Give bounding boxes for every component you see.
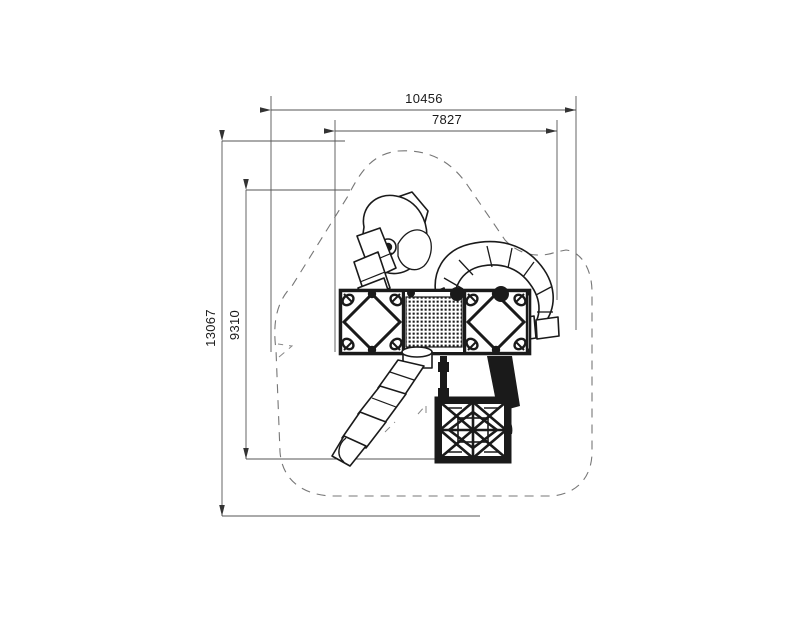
dimension-annotations <box>219 96 577 517</box>
deck-right <box>463 289 529 355</box>
extension-lines <box>222 96 577 517</box>
safety-zone-inner-marker <box>277 343 427 433</box>
deck-left <box>339 289 405 355</box>
straight-tube-slide <box>331 346 433 467</box>
dim-label-overall-width: 10456 <box>405 91 443 106</box>
safety-zone-boundary <box>274 150 593 497</box>
dim-label-inner-height: 9310 <box>227 310 242 340</box>
bridge-deck <box>403 290 465 354</box>
deck-assembly <box>338 286 532 356</box>
dim-label-inner-width: 7827 <box>432 112 462 127</box>
dim-label-overall-height: 13067 <box>203 309 218 347</box>
climber-tower <box>434 356 520 464</box>
playground-structure <box>331 191 560 467</box>
